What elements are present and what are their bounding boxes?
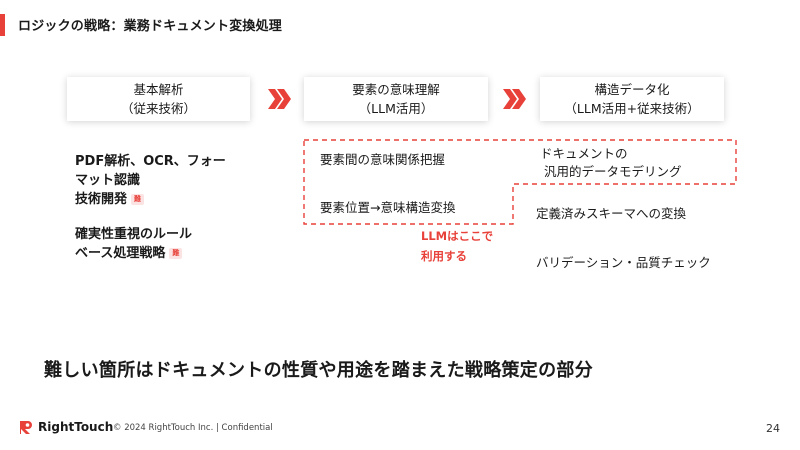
difficulty-badge: 難 bbox=[169, 248, 183, 259]
item-line: 技術開発難 bbox=[75, 190, 226, 209]
phase-box-basic-analysis: 基本解析 （従来技術） bbox=[67, 77, 250, 121]
phase-subtitle: （LLM活用） bbox=[358, 101, 434, 116]
llm-note-line: 利用する bbox=[421, 249, 467, 263]
summary-statement: 難しい箇所はドキュメントの性質や用途を踏まえた戦略策定の部分 bbox=[44, 360, 593, 381]
page-number: 24 bbox=[766, 422, 780, 435]
slide-title: ロジックの戦略：業務ドキュメント変換処理 bbox=[18, 19, 283, 34]
item-line: マット認識 bbox=[75, 173, 141, 188]
accent-bar bbox=[0, 14, 5, 36]
item-line: 確実性重視のルール bbox=[75, 227, 193, 242]
right-item-data-modeling: ドキュメントの 汎用的データモデリング bbox=[540, 145, 682, 181]
item-line: ドキュメントの bbox=[540, 146, 628, 161]
phase-box-structured-data: 構造データ化 （LLM活用+従来技術） bbox=[540, 77, 724, 121]
phase-subtitle: （LLM活用+従来技術） bbox=[564, 101, 700, 116]
middle-item-relation: 要素間の意味関係把握 bbox=[320, 152, 446, 167]
llm-note-line: LLMはここで bbox=[421, 229, 494, 243]
difficulty-badge: 難 bbox=[131, 194, 145, 205]
item-text: ベース処理戦略 bbox=[75, 246, 166, 261]
item-line: 汎用的データモデリング bbox=[544, 164, 682, 179]
phase-subtitle: （従来技術） bbox=[120, 101, 196, 116]
double-chevron-right-icon bbox=[503, 89, 526, 109]
phase-title: 基本解析 bbox=[133, 82, 184, 97]
left-item-pdf-analysis: PDF解析、OCR、フォー マット認識 技術開発難 bbox=[75, 152, 226, 209]
right-item-schema-conversion: 定義済みスキーマへの変換 bbox=[536, 206, 687, 221]
phase-box-semantic-understanding: 要素の意味理解 （LLM活用） bbox=[304, 77, 488, 121]
copyright-text: © 2024 RightTouch Inc. | Confidential bbox=[113, 423, 273, 433]
left-item-rule-based: 確実性重視のルール ベース処理戦略難 bbox=[75, 225, 192, 263]
brand-name: RightTouch bbox=[38, 420, 114, 434]
right-item-validation: バリデーション・品質チェック bbox=[536, 255, 711, 270]
item-text: 技術開発 bbox=[75, 192, 128, 207]
phase-title: 要素の意味理解 bbox=[352, 82, 440, 97]
footer-logo: RightTouch bbox=[18, 419, 113, 435]
double-chevron-right-icon bbox=[268, 89, 291, 109]
item-line: ベース処理戦略難 bbox=[75, 244, 192, 263]
righttouch-logo-icon bbox=[20, 421, 32, 434]
llm-note: LLMはここで 利用する bbox=[421, 226, 493, 266]
middle-item-position: 要素位置→意味構造変換 bbox=[320, 200, 456, 215]
item-line: PDF解析、OCR、フォー bbox=[75, 154, 226, 169]
phase-title: 構造データ化 bbox=[594, 82, 670, 97]
